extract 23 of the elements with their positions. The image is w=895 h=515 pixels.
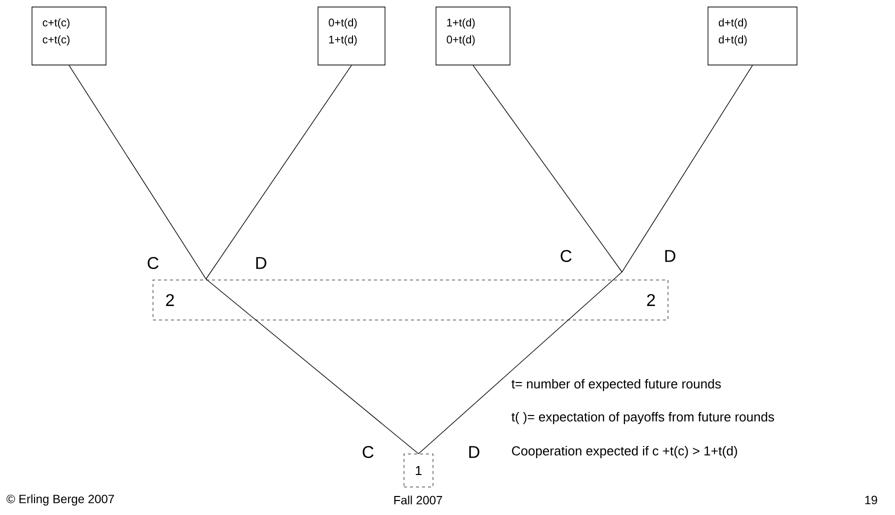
note-text: Cooperation expected if c +t(c) > 1+t(d) <box>512 446 738 458</box>
branch-line <box>622 65 753 272</box>
information-set-box: 2 2 <box>152 280 668 320</box>
footer-text: © Erling Berge 2007 <box>6 494 114 506</box>
payoff-box: c+t(c) c+t(c) <box>32 6 106 66</box>
branch-line <box>472 65 622 272</box>
player-box: 1 <box>404 454 434 488</box>
edge-label: D <box>466 445 482 459</box>
edge-label: D <box>254 256 268 270</box>
edge-label: D <box>662 249 678 263</box>
payoff-box: 0+t(d) 1+t(d) <box>318 6 386 66</box>
payoff-box: 1+t(d) 0+t(d) <box>436 6 510 66</box>
payoff-box: d+t(d) d+t(d) <box>708 6 798 66</box>
branch-line <box>418 272 622 454</box>
edge-label: C <box>146 256 160 270</box>
branch-line <box>206 278 419 454</box>
page-number: 19 <box>865 496 878 504</box>
note-text: t= number of expected future rounds <box>512 378 721 392</box>
branch-line <box>206 65 352 280</box>
note-text: t( )= expectation of payoffs from future rounds <box>512 412 774 424</box>
branch-line <box>68 65 206 280</box>
edge-label: C <box>360 444 376 460</box>
edge-label: C <box>558 248 574 264</box>
